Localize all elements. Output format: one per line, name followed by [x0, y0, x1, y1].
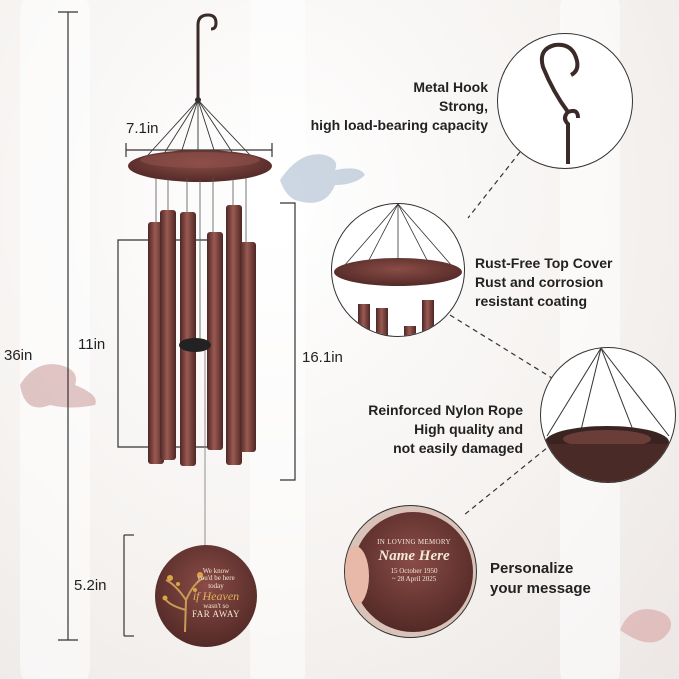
callout-personalize: Personalize your message	[490, 559, 591, 599]
sail-inscription: We know you'd be here today if Heaven wa…	[160, 567, 252, 619]
tree-engraving	[165, 577, 205, 633]
total-height-label: 36in	[4, 347, 33, 364]
callout-metal-hook: Metal Hook Strong, high load-bearing cap…	[240, 78, 488, 135]
top-width-label: 7.1in	[126, 120, 159, 137]
callout-text: not easily damaged	[393, 440, 523, 456]
callout-text: High quality and	[414, 421, 523, 437]
sail-line-3: today	[208, 581, 224, 590]
top-width-dimension-line	[125, 143, 273, 157]
memorial-name: Name Here	[378, 548, 450, 564]
striker	[179, 338, 211, 352]
bird-decoration	[620, 609, 671, 643]
personalize-detail-circle: IN LOVING MEMORY Name Here 15 October 19…	[344, 505, 477, 638]
callout-title: Personalize	[490, 560, 574, 577]
background-trunk	[250, 0, 305, 679]
callout-nylon-rope: Reinforced Nylon Rope High quality and n…	[300, 401, 523, 458]
callout-text: Rust and corrosion	[475, 274, 604, 290]
sail-line-5: wasn't so	[203, 601, 229, 610]
suspension-strings	[147, 99, 251, 156]
callout-text: high load-bearing capacity	[310, 117, 488, 133]
hook-detail-circle	[497, 33, 633, 169]
sail-line-2: you'd be here	[197, 574, 235, 583]
bird-decoration	[280, 154, 365, 203]
callout-text: resistant coating	[475, 293, 588, 309]
sail-line-4: if Heaven	[192, 589, 240, 604]
bird-decoration	[20, 364, 96, 408]
callout-connectors	[449, 151, 561, 516]
sail-disc	[155, 545, 257, 647]
callout-top-cover: Rust-Free Top Cover Rust and corrosion r…	[475, 254, 612, 311]
tube-short-label: 11in	[78, 336, 106, 353]
callout-text: your message	[490, 580, 591, 597]
chime-tubes	[148, 205, 256, 466]
memorial-date-1: 15 October 1950	[390, 567, 438, 575]
tube-long-dimension-line	[280, 202, 296, 481]
callout-title: Metal Hook	[413, 79, 488, 95]
memorial-header: IN LOVING MEMORY	[377, 538, 451, 546]
total-height-dimension-line	[58, 11, 78, 641]
memorial-text: IN LOVING MEMORY Name Here 15 October 19…	[355, 538, 473, 583]
memorial-date-2: ~ 28 April 2025	[391, 575, 437, 583]
callout-title: Rust-Free Top Cover	[475, 255, 613, 271]
callout-text: Strong,	[439, 98, 488, 114]
sail-line-6: FAR AWAY	[191, 608, 241, 619]
hook	[196, 13, 218, 100]
sail-line-1: We know	[202, 567, 230, 575]
tube-long-label: 16.1in	[302, 349, 343, 366]
sail-height-label: 5.2in	[74, 577, 107, 594]
callout-title: Reinforced Nylon Rope	[368, 402, 523, 418]
top-cover-detail-circle	[331, 203, 465, 337]
background-trunk	[20, 0, 90, 679]
rope-detail-circle	[540, 347, 676, 483]
sail-dimension-line	[123, 534, 134, 637]
